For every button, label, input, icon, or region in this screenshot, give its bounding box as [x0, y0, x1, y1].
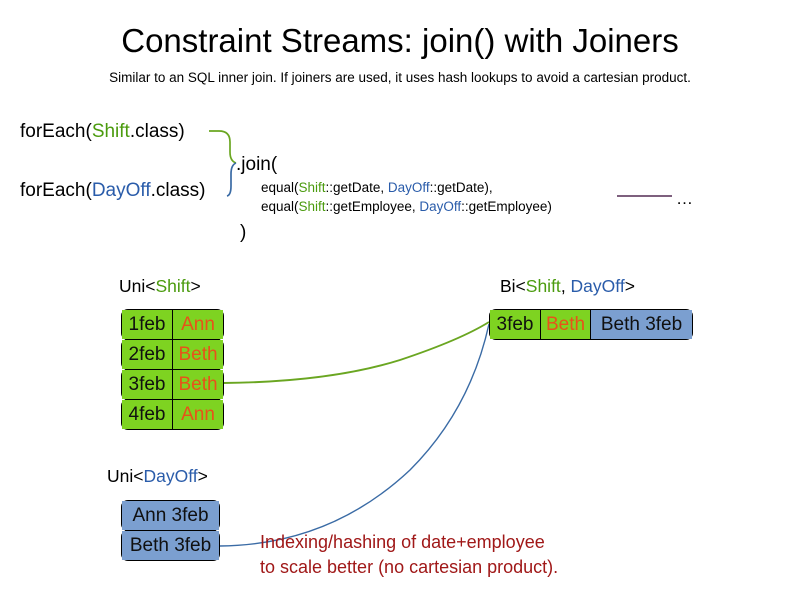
annotation-line-2: to scale better (no cartesian product). — [260, 557, 559, 577]
uni-dayoff-prefix: Uni< — [107, 466, 144, 486]
bi-tuple-row[interactable]: 3feb Beth Beth 3feb — [489, 309, 693, 340]
table-row[interactable]: 4feb Ann — [121, 399, 224, 430]
shift-date: 1feb — [122, 310, 172, 339]
code-join-close: ) — [240, 222, 247, 243]
foreach-dayoff-prefix: forEach( — [20, 180, 92, 201]
bi-shift-employee: Beth — [540, 310, 590, 339]
uni-shift-prefix: Uni< — [119, 276, 156, 296]
bi-dayoff: Beth 3feb — [590, 310, 692, 339]
equal-employee-right-type: DayOff — [419, 199, 462, 214]
equal-date-right-method: ::getDate), — [429, 180, 493, 195]
shift-employee: Ann — [172, 310, 223, 339]
equal-employee-right-method: ::getEmployee) — [461, 199, 552, 214]
foreach-dayoff-suffix: .class) — [150, 180, 206, 201]
equal-date-prefix: equal( — [261, 180, 299, 195]
brace-shift-line — [209, 130, 237, 164]
label-uni-shift: Uni<Shift> — [119, 275, 201, 297]
annotation-line-1: Indexing/hashing of date+employee — [260, 532, 545, 552]
page-title: Constraint Streams: join() with Joiners — [121, 22, 679, 59]
bi-separator: , — [560, 276, 571, 296]
table-row[interactable]: 3feb Beth — [121, 369, 224, 400]
uni-dayoff-type: DayOff — [143, 466, 198, 486]
uni-shift-type: Shift — [155, 276, 191, 296]
shift-date: 4feb — [122, 400, 172, 429]
annotation-note: Indexing/hashing of date+employee to sca… — [260, 530, 558, 580]
link-dayoff-to-bi — [219, 323, 490, 547]
table-row[interactable]: Beth 3feb — [121, 530, 220, 561]
bi-shift-date: 3feb — [490, 310, 540, 339]
equal-date-left-type: Shift — [298, 180, 326, 195]
code-foreach-shift: forEach(Shift.class) — [20, 120, 185, 144]
equal-date-right-type: DayOff — [387, 180, 430, 195]
code-foreach-dayoff: forEach(DayOff.class) — [20, 179, 206, 203]
link-shift-to-bi — [222, 321, 490, 384]
bi-prefix: Bi< — [500, 276, 526, 296]
dayoff-text: Beth 3feb — [122, 531, 219, 560]
code-joiner-equal-date: equal(Shift::getDate, DayOff::getDate), — [261, 179, 493, 196]
equal-employee-left-type: Shift — [298, 199, 326, 214]
code-join-open: .join( — [236, 154, 278, 175]
uni-dayoff-suffix: > — [197, 466, 208, 486]
uni-shift-suffix: > — [190, 276, 201, 296]
bi-type-a: Shift — [525, 276, 561, 296]
foreach-shift-suffix: .class) — [129, 121, 185, 142]
foreach-shift-prefix: forEach( — [20, 121, 92, 142]
bi-type-b: DayOff — [570, 276, 625, 296]
table-row[interactable]: Ann 3feb — [121, 500, 220, 531]
continuation-ellipsis: … — [676, 189, 694, 208]
table-row[interactable]: 1feb Ann — [121, 309, 224, 340]
shift-date: 3feb — [122, 370, 172, 399]
page-subtitle: Similar to an SQL inner join. If joiners… — [109, 70, 691, 85]
equal-employee-left-method: ::getEmployee, — [325, 199, 420, 214]
label-uni-dayoff: Uni<DayOff> — [107, 465, 208, 487]
code-joiner-equal-employee: equal(Shift::getEmployee, DayOff::getEmp… — [261, 198, 552, 215]
label-bi-shift-dayoff: Bi<Shift, DayOff> — [500, 275, 635, 297]
shift-employee: Beth — [172, 340, 223, 369]
foreach-dayoff-type: DayOff — [91, 180, 151, 201]
shift-employee: Ann — [172, 400, 223, 429]
shift-date: 2feb — [122, 340, 172, 369]
foreach-shift-type: Shift — [91, 121, 130, 142]
table-row[interactable]: 2feb Beth — [121, 339, 224, 370]
shift-employee: Beth — [172, 370, 223, 399]
dayoff-text: Ann 3feb — [122, 501, 219, 530]
brace-dayoff-line — [226, 162, 237, 197]
equal-employee-prefix: equal( — [261, 199, 299, 214]
equal-date-left-method: ::getDate, — [325, 180, 388, 195]
bi-suffix: > — [624, 276, 635, 296]
